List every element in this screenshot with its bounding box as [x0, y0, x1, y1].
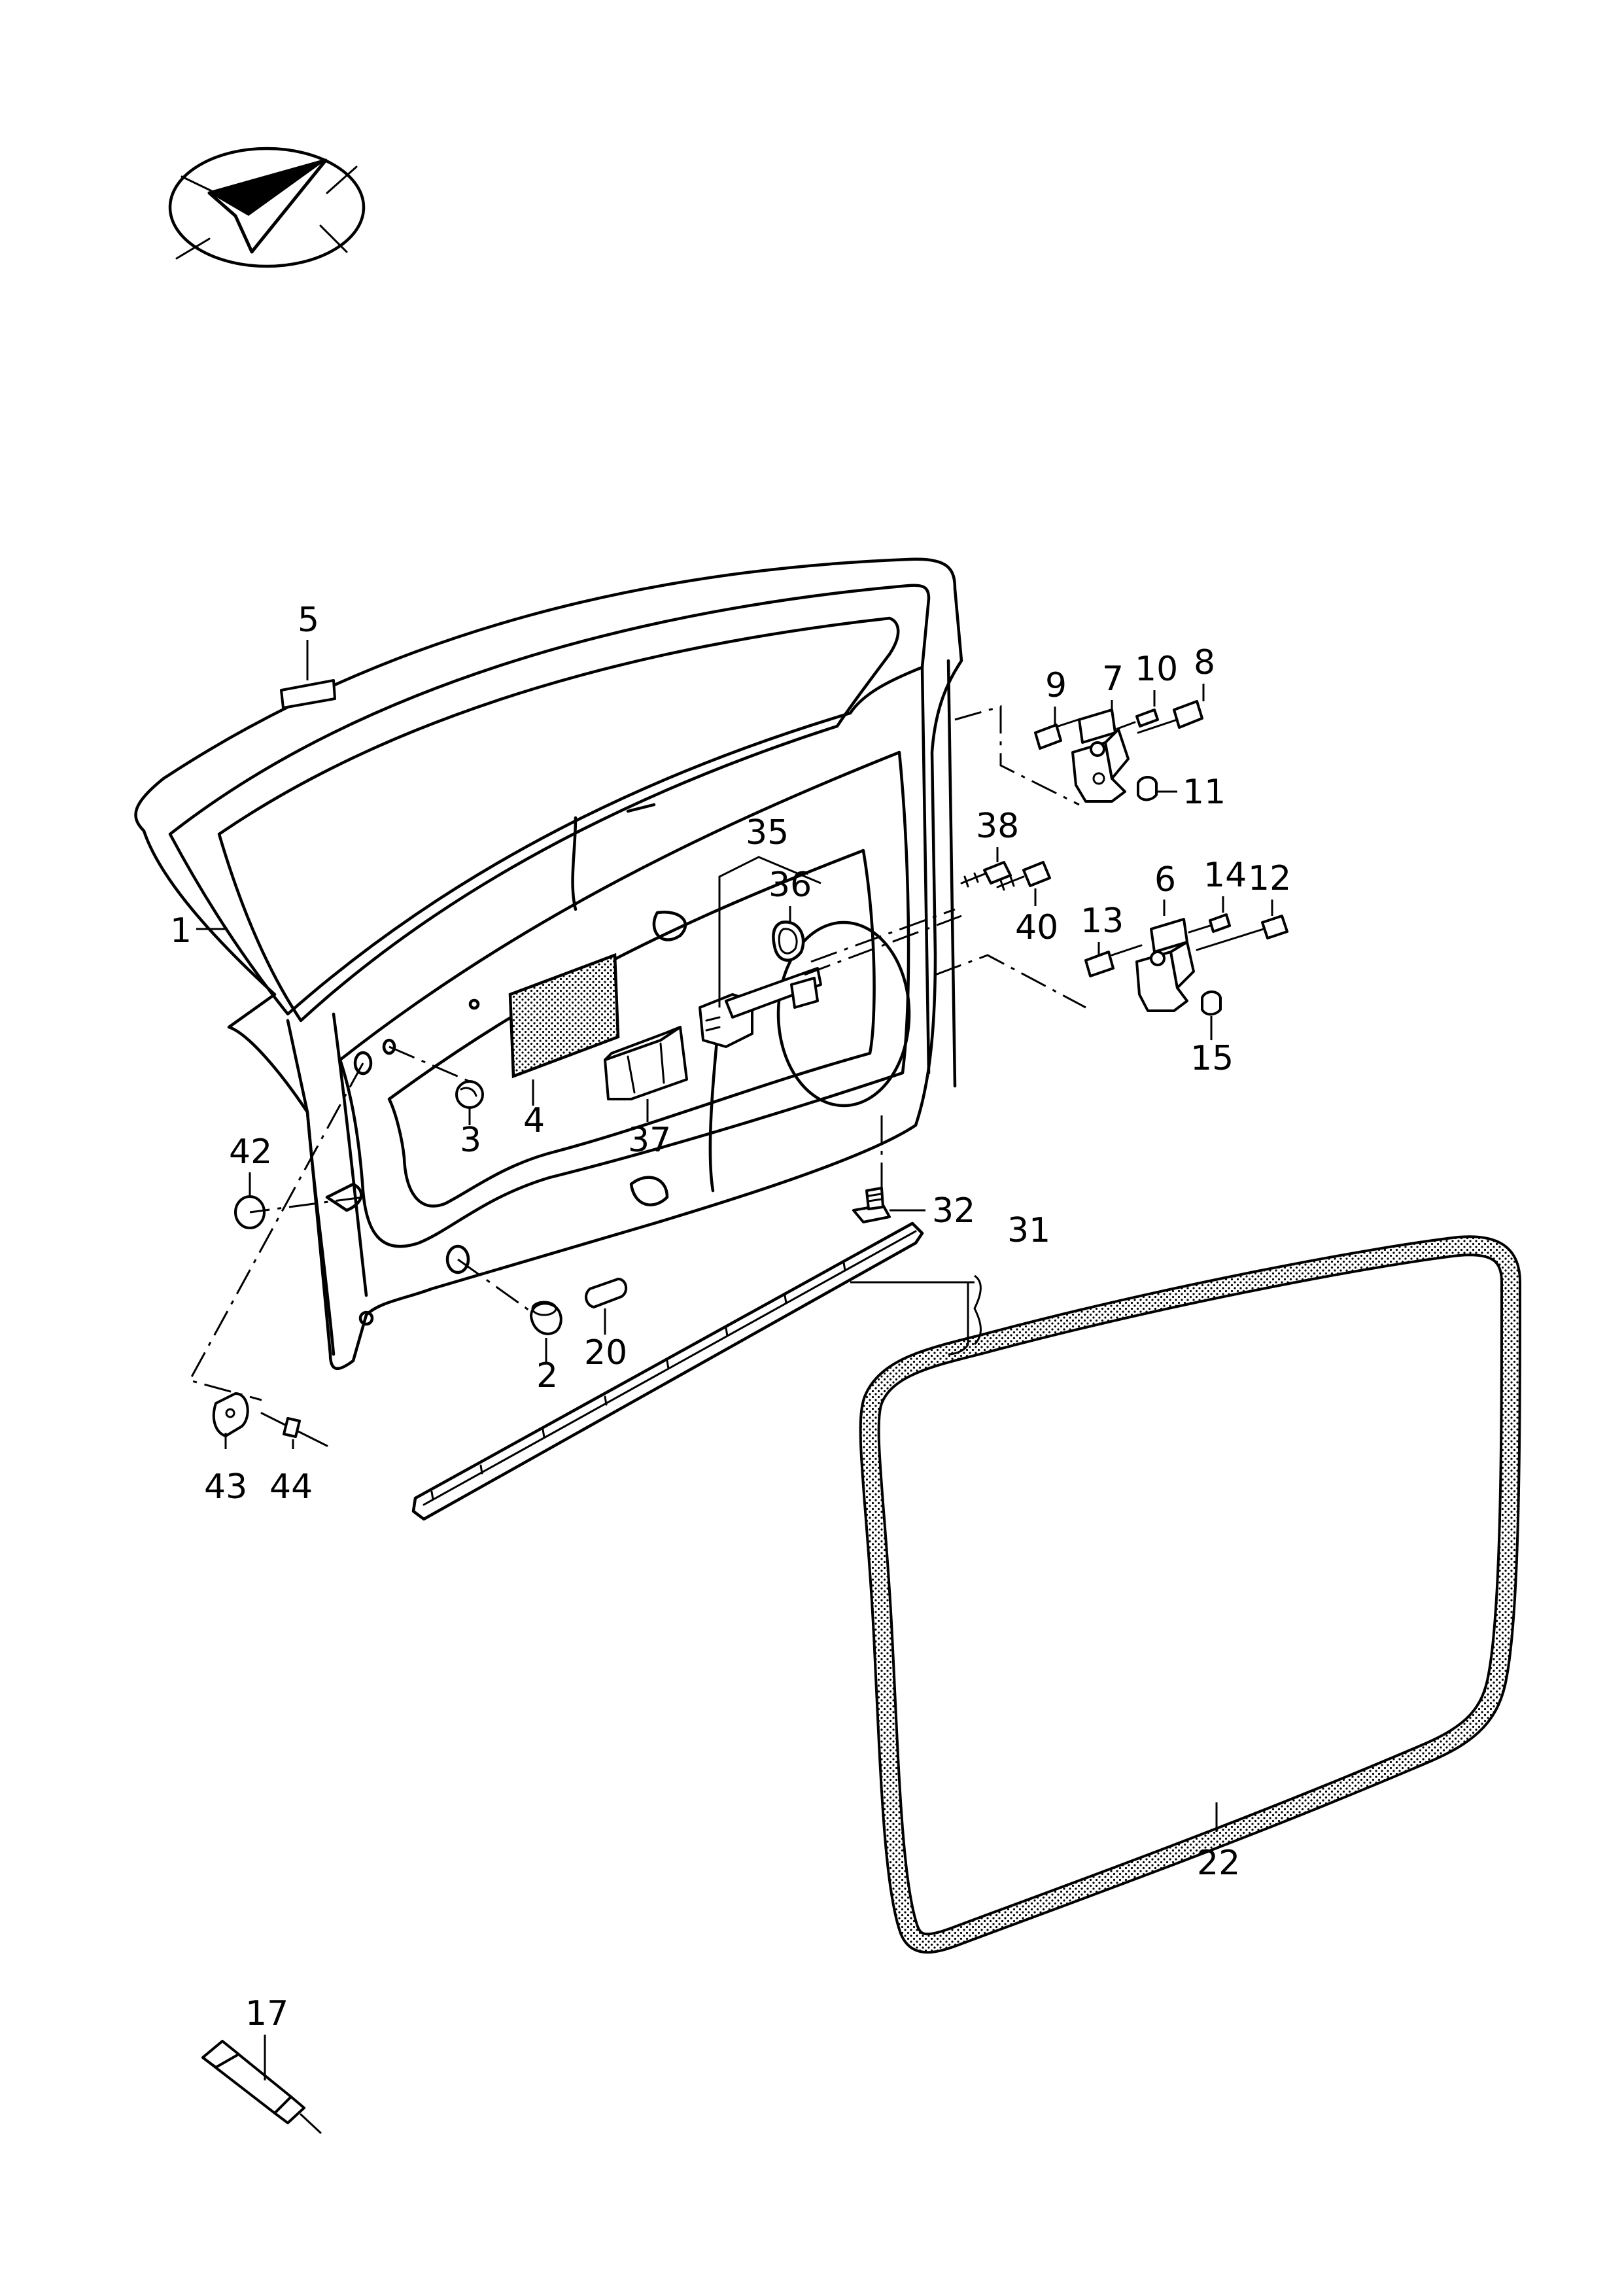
callout-36: 36: [769, 866, 812, 905]
grommet-3: [455, 1080, 484, 1109]
callout-22: 22: [1197, 1844, 1240, 1883]
door-weatherstrip: [859, 1235, 1521, 1954]
callout-20: 20: [584, 1333, 627, 1373]
callout-32: 32: [932, 1191, 975, 1231]
callout-15: 15: [1190, 1039, 1234, 1078]
callout-1: 1: [170, 911, 192, 951]
orientation-arrow-icon: [168, 147, 366, 268]
callout-12: 12: [1248, 859, 1291, 898]
insulating-pad: [508, 953, 620, 1079]
bracket-43: [212, 1392, 249, 1437]
buffer-2: [530, 1301, 562, 1335]
callout-4: 4: [523, 1101, 545, 1140]
callout-7: 7: [1102, 659, 1124, 699]
clip-20: [585, 1278, 628, 1308]
lower-hinge: [1084, 913, 1288, 1016]
callout-2: 2: [536, 1356, 558, 1395]
callout-17: 17: [245, 1994, 288, 2033]
callout-42: 42: [229, 1132, 272, 1172]
control-module: [604, 1026, 688, 1100]
callout-38: 38: [976, 807, 1019, 846]
callout-43: 43: [204, 1467, 247, 1507]
callout-44: 44: [269, 1467, 313, 1507]
callout-40: 40: [1015, 908, 1058, 947]
screw-38: [960, 861, 1012, 888]
leader-lines: [196, 640, 1273, 2080]
callout-14: 14: [1203, 856, 1247, 895]
callout-13: 13: [1080, 902, 1124, 941]
callout-5: 5: [298, 601, 319, 640]
sealant-tube: [201, 2040, 322, 2134]
pin-44: [260, 1412, 328, 1447]
upper-hinge: [1034, 700, 1203, 803]
callout-9: 9: [1045, 666, 1067, 705]
callout-8: 8: [1194, 643, 1215, 682]
callout-37: 37: [628, 1121, 671, 1160]
callout-11: 11: [1183, 773, 1226, 812]
identification-label: [280, 679, 336, 709]
callout-labels: 1 2 3 4 5 6 7 8 9 10 11 12 13 14 15 17 2…: [170, 601, 1291, 2033]
seal-ring: [772, 920, 805, 962]
callout-6: 6: [1154, 860, 1176, 900]
callout-31: 31: [1007, 1211, 1050, 1250]
door-shell: [134, 557, 963, 1371]
callout-35: 35: [746, 813, 789, 852]
clip-32: [852, 1187, 891, 1223]
assembly-lines: [188, 705, 1086, 1401]
callout-10: 10: [1135, 650, 1178, 689]
callout-3: 3: [460, 1121, 481, 1160]
screw-40: [996, 861, 1051, 891]
door-check-strap: [699, 967, 822, 1048]
sill-trim-strip: [411, 1221, 924, 1521]
